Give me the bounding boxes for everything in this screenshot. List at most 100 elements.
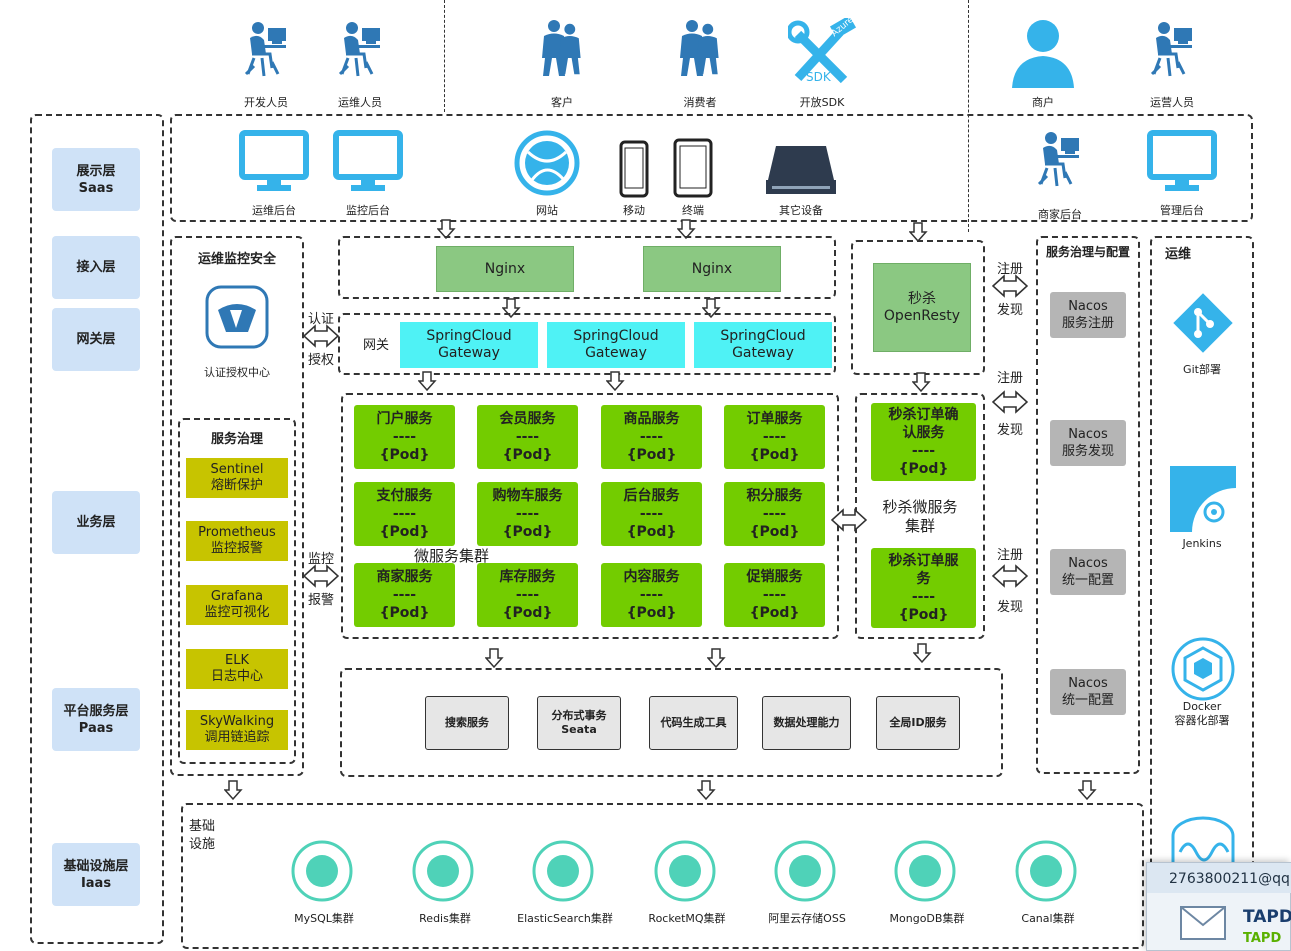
infra-label: RocketMQ集群 (648, 912, 726, 925)
infra-panel (181, 803, 1144, 949)
client-mobile: 移动 (616, 140, 652, 220)
device-icon (766, 146, 836, 194)
infra-icon (1015, 840, 1077, 902)
role-label: 开发人员 (244, 96, 288, 109)
link-label: 注册 (997, 548, 1024, 563)
down-arrow-icon (418, 371, 436, 391)
gov-name: ELK (225, 653, 249, 668)
subpanel-title: 服务治理 (210, 432, 263, 447)
infra-title: 基础 设施 (189, 818, 215, 854)
layer-platform: 平台服务层 Paas (52, 688, 140, 751)
gateway-name: SpringCloud (573, 328, 659, 344)
link-label: 认证 (308, 312, 335, 327)
gateway-name: Gateway (732, 345, 794, 361)
layer-label: 接入层 (76, 260, 116, 275)
customer-icon (542, 20, 581, 76)
down-arrow-icon (912, 372, 930, 392)
gov-desc: 调用链追踪 (204, 730, 270, 745)
nacos-label: Nacos (1068, 676, 1108, 691)
gov-name: Prometheus (198, 525, 276, 540)
infra-item: 阿里云存储OSS (744, 838, 870, 930)
seckill-order-service: 秒杀订单服 务 ---- {Pod} (871, 548, 976, 628)
client-ops-console: 运维后台 (236, 130, 312, 220)
governance-panel (1036, 236, 1140, 774)
infra-item: MySQL集群 (261, 838, 387, 930)
docker-icon (1171, 637, 1235, 701)
infra-label: Redis集群 (419, 912, 471, 925)
cluster-label: 微服务集群 (414, 547, 490, 565)
infra-label: MongoDB集群 (889, 912, 965, 925)
seckill-cluster-label: 秒杀微服务 集群 (855, 498, 985, 536)
layer-infra: 基础设施层 Iaas (52, 843, 140, 906)
infra-title-line: 基础 (189, 819, 216, 834)
panel-title: 运维监控安全 (197, 252, 276, 267)
role-label: 运营人员 (1150, 96, 1194, 109)
pod-label: {Pod} (379, 524, 430, 540)
service-divider: ---- (392, 429, 417, 445)
service-divider: ---- (639, 587, 664, 603)
notification-popup[interactable]: 2763800211@qq TAPD TAPD (1146, 862, 1291, 951)
service-divider: ---- (639, 429, 664, 445)
layer-column (30, 114, 164, 944)
docker-label-line: Docker (1182, 700, 1222, 713)
layer-label: Paas (78, 720, 114, 736)
pod-label: {Pod} (749, 605, 800, 621)
service-divider: ---- (762, 587, 787, 603)
link-label: 监控 (308, 552, 335, 567)
microservice-box: 积分服务----{Pod} (724, 482, 825, 546)
nginx-box: Nginx (643, 246, 781, 292)
client-label: 运维后台 (252, 204, 296, 217)
nacos-label: 统一配置 (1061, 573, 1114, 588)
cluster-label: 集群 (904, 517, 935, 535)
gateway-name: Gateway (438, 345, 500, 361)
service-name: 认服务 (902, 425, 945, 441)
monitor-icon (239, 130, 309, 194)
down-arrow-icon (606, 371, 624, 391)
infra-icon (774, 840, 836, 902)
client-label: 终端 (682, 204, 704, 217)
developer-icon (244, 20, 288, 78)
service-divider: ---- (762, 506, 787, 522)
pod-label: {Pod} (379, 605, 430, 621)
pod-label: {Pod} (749, 524, 800, 540)
sdk-tools-icon (788, 18, 857, 84)
service-name: 购物车服务 (492, 488, 563, 504)
client-label: 管理后台 (1160, 204, 1204, 217)
openresty-label: OpenResty (883, 307, 961, 324)
ops-person-icon (338, 20, 382, 78)
popup-header (1147, 863, 1291, 893)
link-label: 报警 (308, 593, 335, 608)
role-label: 客户 (551, 96, 573, 109)
role-consumer: 消费者 (670, 14, 730, 110)
global-id-service: 全局ID服务 (876, 696, 960, 750)
infra-label: ElasticSearch集群 (517, 912, 613, 925)
nacos-label: 服务注册 (1061, 316, 1114, 331)
monitor-icon (1147, 130, 1217, 194)
globe-icon (514, 130, 580, 196)
service-name: 务 (916, 571, 931, 587)
client-other-device: 其它设备 (760, 140, 842, 220)
monitor-icon (333, 130, 403, 194)
client-label: 移动 (623, 204, 645, 217)
microservice-box: 订单服务----{Pod} (724, 405, 825, 469)
role-customer: 客户 (532, 14, 592, 110)
role-operator: 运营人员 (1142, 14, 1202, 110)
pod-label: {Pod} (626, 605, 677, 621)
gov-name: SkyWalking (199, 714, 275, 729)
auth-center-label: 认证授权中心 (204, 366, 270, 379)
gov-desc: 熔断保护 (210, 478, 263, 493)
service-divider: ---- (911, 589, 936, 605)
layer-label: 基础设施层 (63, 858, 129, 874)
seckill-confirm-service: 秒杀订单确 认服务 ---- {Pod} (871, 403, 976, 481)
service-name: 内容服务 (623, 569, 680, 585)
git-label: Git部署 (1183, 363, 1221, 376)
divider-line (444, 0, 445, 112)
popup-brand: TAPD (1243, 907, 1291, 927)
pod-label: {Pod} (502, 524, 553, 540)
pod-label: {Pod} (749, 447, 800, 463)
client-terminal: 终端 (670, 138, 716, 220)
